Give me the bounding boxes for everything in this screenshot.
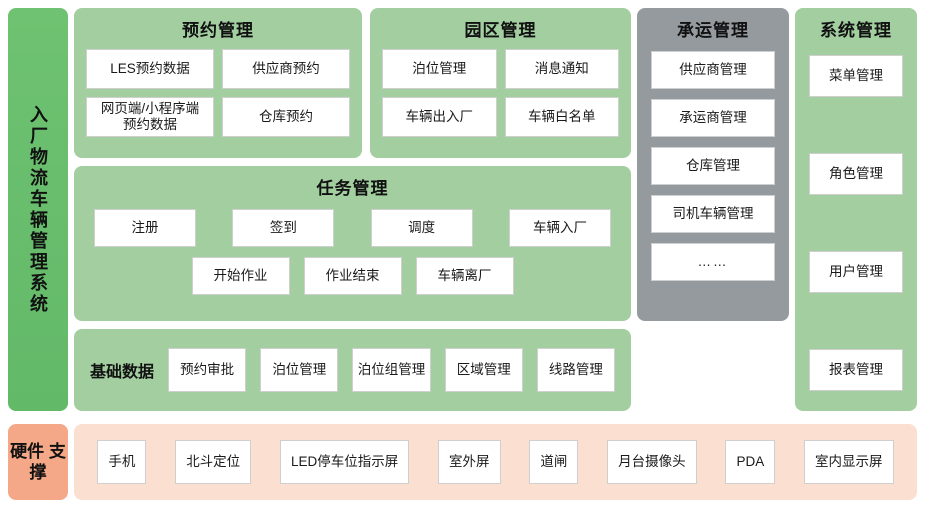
- tile-beidou-positioning[interactable]: 北斗定位: [175, 440, 252, 484]
- tile-warehouse-management[interactable]: 仓库管理: [651, 147, 775, 185]
- system-title-bar: 入厂物流车辆管理系统: [8, 8, 68, 411]
- tile-carrier-management[interactable]: 承运商管理: [651, 99, 775, 137]
- tile-vehicle-enter-factory[interactable]: 车辆入厂: [508, 209, 611, 247]
- tile-mobile-phone[interactable]: 手机: [97, 440, 147, 484]
- carrier-tile-stack: 供应商管理 承运商管理 仓库管理 司机车辆管理 ……: [651, 51, 775, 281]
- system-tile-stack: 菜单管理 角色管理 用户管理 报表管理: [809, 55, 903, 403]
- tile-vehicle-leave-factory[interactable]: 车辆离厂: [415, 257, 514, 295]
- tile-pda[interactable]: PDA: [725, 440, 776, 484]
- tile-register[interactable]: 注册: [94, 209, 196, 247]
- tile-outdoor-screen[interactable]: 室外屏: [438, 440, 501, 484]
- task-management-title: 任务管理: [316, 179, 389, 198]
- tile-web-miniprogram-booking-data[interactable]: 网页端/小程序端 预约数据: [86, 97, 214, 137]
- system-title-text: 入厂物流车辆管理系统: [28, 104, 49, 315]
- tile-supplier-management[interactable]: 供应商管理: [651, 51, 775, 89]
- task-row-secondary: 开始作业 作业结束 车辆离厂: [86, 257, 619, 295]
- panel-system-management: 系统管理 菜单管理 角色管理 用户管理 报表管理: [795, 8, 917, 411]
- tile-area-management[interactable]: 区域管理: [444, 348, 523, 392]
- tile-berth-management-basic[interactable]: 泊位管理: [260, 348, 339, 392]
- park-management-title: 园区管理: [464, 21, 537, 40]
- panel-task-management: 任务管理 注册 签到 调度 车辆入厂 开始作业 作业结束 车辆离厂: [74, 166, 631, 321]
- tile-start-operation[interactable]: 开始作业: [191, 257, 290, 295]
- tile-berth-management[interactable]: 泊位管理: [382, 49, 497, 89]
- tile-les-booking-data[interactable]: LES预约数据: [86, 49, 214, 89]
- tile-booking-approval[interactable]: 预约审批: [168, 348, 247, 392]
- carrier-management-title: 承运管理: [677, 21, 749, 40]
- tile-barrier-gate[interactable]: 道闸: [529, 440, 579, 484]
- panel-booking-management: 预约管理 LES预约数据 供应商预约 网页端/小程序端 预约数据 仓库预约: [74, 8, 362, 158]
- tile-report-management[interactable]: 报表管理: [809, 349, 903, 391]
- task-row-primary: 注册 签到 调度 车辆入厂: [86, 209, 619, 247]
- tile-user-management[interactable]: 用户管理: [809, 251, 903, 293]
- tile-indoor-display-screen[interactable]: 室内显示屏: [804, 440, 894, 484]
- tile-vehicle-whitelist[interactable]: 车辆白名单: [504, 97, 619, 137]
- tile-warehouse-booking[interactable]: 仓库预约: [222, 97, 350, 137]
- park-tile-grid: 泊位管理 消息通知 车辆出入厂 车辆白名单: [382, 49, 619, 137]
- basic-data-label: 基础数据: [90, 364, 155, 381]
- tile-supplier-booking[interactable]: 供应商预约: [222, 49, 350, 89]
- hardware-support-section: 硬件 支撑 手机 北斗定位 LED停车位指示屏 室外屏 道闸 月台摄像头 PDA…: [8, 424, 917, 500]
- hardware-support-label: 硬件 支撑: [8, 424, 68, 500]
- tile-vehicle-entry-exit[interactable]: 车辆出入厂: [382, 97, 497, 137]
- upper-section: 入厂物流车辆管理系统 预约管理 LES预约数据 供应商预约 网页端/小程序端 预…: [8, 8, 917, 411]
- tile-more-ellipsis[interactable]: ……: [651, 243, 775, 281]
- tile-role-management[interactable]: 角色管理: [809, 153, 903, 195]
- tile-end-operation[interactable]: 作业结束: [303, 257, 402, 295]
- panel-basic-data: 基础数据 预约审批 泊位管理 泊位组管理 区域管理 线路管理: [74, 329, 631, 411]
- tile-dispatch[interactable]: 调度: [370, 209, 473, 247]
- column-business-modules: 预约管理 LES预约数据 供应商预约 网页端/小程序端 预约数据 仓库预约 园区…: [74, 8, 631, 411]
- hardware-tile-strip: 手机 北斗定位 LED停车位指示屏 室外屏 道闸 月台摄像头 PDA 室内显示屏: [74, 424, 917, 500]
- tile-berth-group-management[interactable]: 泊位组管理: [352, 348, 431, 392]
- system-management-title: 系统管理: [820, 21, 892, 40]
- booking-management-title: 预约管理: [182, 21, 254, 40]
- tile-led-parking-indicator-screen[interactable]: LED停车位指示屏: [279, 440, 410, 484]
- tile-menu-management[interactable]: 菜单管理: [809, 55, 903, 97]
- tile-message-notification[interactable]: 消息通知: [504, 49, 619, 89]
- panel-park-management: 园区管理 泊位管理 消息通知 车辆出入厂 车辆白名单: [370, 8, 631, 158]
- tile-route-management[interactable]: 线路管理: [536, 348, 616, 392]
- tile-driver-vehicle-management[interactable]: 司机车辆管理: [651, 195, 775, 233]
- booking-tile-grid: LES预约数据 供应商预约 网页端/小程序端 预约数据 仓库预约: [86, 49, 350, 137]
- tile-check-in[interactable]: 签到: [232, 209, 335, 247]
- booking-park-row: 预约管理 LES预约数据 供应商预约 网页端/小程序端 预约数据 仓库预约 园区…: [74, 8, 631, 158]
- tile-platform-camera[interactable]: 月台摄像头: [607, 440, 697, 484]
- panel-carrier-management: 承运管理 供应商管理 承运商管理 仓库管理 司机车辆管理 ……: [637, 8, 789, 321]
